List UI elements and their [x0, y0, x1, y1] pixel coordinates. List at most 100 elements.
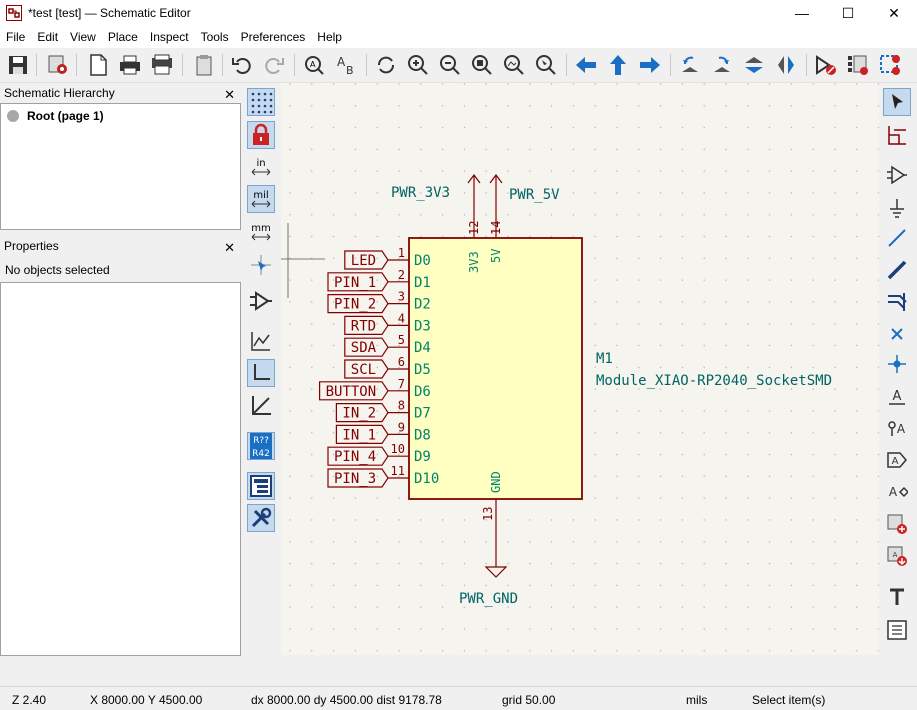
menu-tools[interactable]: Tools: [200, 30, 229, 44]
rotate-cw-icon[interactable]: [708, 51, 736, 79]
grid-toggle-icon[interactable]: [247, 88, 275, 116]
add-textbox-icon[interactable]: [883, 616, 911, 644]
erc-icon[interactable]: [812, 51, 840, 79]
power-symbol-5v[interactable]: PWR_5V: [489, 174, 560, 237]
schematic-canvas[interactable]: PWR_3V3 PWR_5V PWR_GND M1 Module_XIAO-RP…: [281, 83, 879, 655]
navigate-back-icon[interactable]: [572, 51, 600, 79]
svg-text:A: A: [889, 485, 898, 499]
global-label-shape[interactable]: [344, 315, 389, 335]
select-tool-icon[interactable]: [883, 88, 911, 116]
properties-close-button[interactable]: ✕: [224, 240, 235, 255]
redo-icon[interactable]: [260, 51, 288, 79]
mirror-horizontal-icon[interactable]: [772, 51, 800, 79]
menu-file[interactable]: File: [6, 30, 26, 44]
bom-icon[interactable]: [844, 51, 872, 79]
print-icon[interactable]: [116, 51, 144, 79]
add-bus-icon[interactable]: [883, 256, 911, 284]
global-label-shape[interactable]: [327, 446, 389, 466]
global-label-shape[interactable]: [319, 381, 389, 401]
zoom-fit-icon[interactable]: [468, 51, 496, 79]
add-symbol-icon[interactable]: [883, 161, 911, 189]
menu-inspect[interactable]: Inspect: [149, 30, 189, 44]
rotate-ccw-icon[interactable]: [676, 51, 704, 79]
sheet-root-item[interactable]: Root (page 1): [27, 109, 104, 123]
save-icon[interactable]: [4, 51, 32, 79]
zoom-selection-icon[interactable]: [532, 51, 560, 79]
add-netclass-label-icon[interactable]: A: [883, 414, 911, 442]
highlight-net-icon[interactable]: [883, 121, 911, 149]
add-hierarchical-label-icon[interactable]: A: [883, 478, 911, 506]
refresh-icon[interactable]: [372, 51, 400, 79]
units-mils-button[interactable]: mil: [247, 185, 275, 213]
maximize-button[interactable]: ☐: [841, 4, 855, 21]
undo-icon[interactable]: [228, 51, 256, 79]
add-bus-entry-icon[interactable]: [883, 288, 911, 316]
import-sheet-pin-icon[interactable]: A: [883, 542, 911, 570]
line-mode-45-icon[interactable]: [247, 391, 275, 419]
units-mm-button[interactable]: mm: [247, 218, 275, 246]
menu-help[interactable]: Help: [317, 30, 342, 44]
simulator-icon[interactable]: [247, 327, 275, 355]
global-label-shape[interactable]: [335, 424, 389, 444]
menu-place[interactable]: Place: [107, 30, 138, 44]
footprint-assign-icon[interactable]: [876, 51, 904, 79]
global-label-shape[interactable]: [327, 294, 389, 314]
menu-preferences[interactable]: Preferences: [240, 30, 306, 44]
hidden-pins-icon[interactable]: [247, 287, 275, 315]
global-label-shape[interactable]: [344, 337, 389, 357]
zoom-in-icon[interactable]: [404, 51, 432, 79]
hierarchy-panel-toggle-icon[interactable]: [247, 472, 275, 500]
mirror-vertical-icon[interactable]: [740, 51, 768, 79]
global-label-shape[interactable]: [344, 250, 389, 270]
find-icon[interactable]: A: [300, 51, 328, 79]
add-global-label-icon[interactable]: A: [883, 446, 911, 474]
units-inches-button[interactable]: in: [247, 153, 275, 181]
minimize-button[interactable]: —: [795, 5, 809, 21]
add-power-icon[interactable]: [883, 194, 911, 222]
symbol-m1[interactable]: M1 Module_XIAO-RP2040_SocketSMD 12 14 3V…: [408, 221, 832, 521]
add-sheet-icon[interactable]: [883, 510, 911, 538]
zoom-objects-icon[interactable]: [500, 51, 528, 79]
pin-name: D5: [414, 362, 431, 378]
global-label-shape[interactable]: [335, 403, 389, 423]
menu-edit[interactable]: Edit: [37, 30, 59, 44]
grid-lock-icon[interactable]: [247, 121, 275, 149]
zoom-out-icon[interactable]: [436, 51, 464, 79]
annotate-icon[interactable]: R??R42: [247, 432, 275, 460]
no-connect-icon[interactable]: [883, 320, 911, 348]
line-mode-90-icon[interactable]: [247, 359, 275, 387]
global-label-shape[interactable]: [344, 359, 389, 379]
add-text-icon[interactable]: [883, 583, 911, 611]
menu-view[interactable]: View: [70, 30, 96, 44]
properties-panel-toggle-icon[interactable]: [247, 504, 275, 532]
add-junction-icon[interactable]: [883, 350, 911, 378]
hierarchy-close-button[interactable]: ✕: [224, 87, 235, 102]
add-wire-icon[interactable]: [883, 224, 911, 252]
schematic-setup-icon[interactable]: [44, 51, 72, 79]
add-label-icon[interactable]: A: [883, 382, 911, 410]
global-label-shape[interactable]: [327, 468, 389, 488]
global-label-shape[interactable]: [327, 272, 389, 292]
page-settings-icon[interactable]: [84, 51, 112, 79]
power-symbol-gnd[interactable]: PWR_GND: [459, 499, 518, 607]
close-window-button[interactable]: ✕: [888, 4, 900, 21]
power-symbol-3v3[interactable]: PWR_3V3: [391, 174, 481, 237]
crosshair-cursor-icon[interactable]: [247, 251, 275, 279]
symbol-body[interactable]: [408, 237, 583, 500]
navigate-forward-icon[interactable]: [636, 51, 664, 79]
plot-icon[interactable]: [148, 51, 176, 79]
paste-icon[interactable]: [190, 51, 218, 79]
navigate-up-icon[interactable]: [604, 51, 632, 79]
